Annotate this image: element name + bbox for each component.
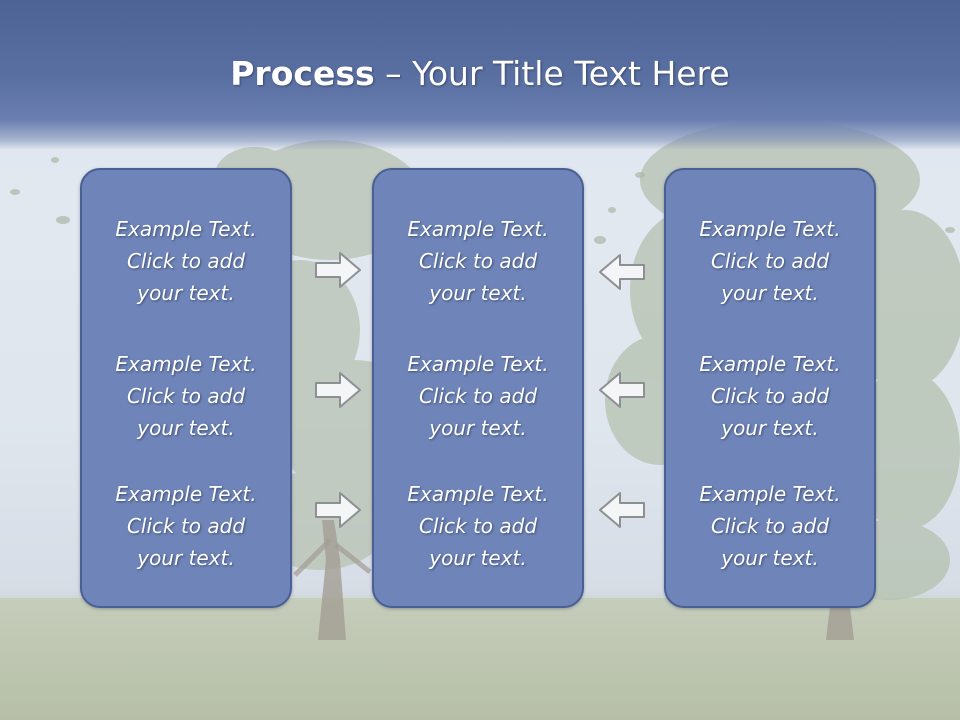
arrow-left-icon[interactable] (598, 370, 646, 410)
text-placeholder[interactable]: Example Text. Click to add your text. (82, 478, 290, 574)
title-rest: – Your Title Text Here (374, 54, 730, 93)
arrow-right-icon[interactable] (314, 250, 362, 290)
text-line: your text. (429, 281, 527, 305)
arrow-right-icon[interactable] (314, 370, 362, 410)
title-bar (0, 0, 960, 150)
text-line: Click to add (126, 384, 246, 408)
text-placeholder[interactable]: Example Text. Click to add your text. (374, 213, 582, 309)
text-line: Example Text. (407, 217, 549, 241)
text-placeholder[interactable]: Example Text. Click to add your text. (666, 348, 874, 444)
text-line: Example Text. (699, 352, 841, 376)
text-line: your text. (429, 416, 527, 440)
text-placeholder[interactable]: Example Text. Click to add your text. (82, 348, 290, 444)
arrow-left-icon[interactable] (598, 252, 646, 292)
text-line: Example Text. (115, 352, 257, 376)
text-line: your text. (137, 416, 235, 440)
text-line: Click to add (418, 384, 538, 408)
text-line: Click to add (710, 249, 830, 273)
center-text-panel[interactable]: Example Text. Click to add your text. Ex… (372, 168, 584, 608)
text-line: your text. (429, 546, 527, 570)
title-bold: Process (230, 54, 375, 93)
text-line: Example Text. (699, 482, 841, 506)
text-line: your text. (721, 281, 819, 305)
text-line: Example Text. (115, 482, 257, 506)
text-line: Click to add (126, 514, 246, 538)
left-text-panel[interactable]: Example Text. Click to add your text. Ex… (80, 168, 292, 608)
text-line: Example Text. (407, 352, 549, 376)
arrow-right-icon[interactable] (314, 490, 362, 530)
text-placeholder[interactable]: Example Text. Click to add your text. (374, 348, 582, 444)
arrow-left-icon[interactable] (598, 490, 646, 530)
text-line: Example Text. (115, 217, 257, 241)
text-line: your text. (721, 546, 819, 570)
text-line: Example Text. (407, 482, 549, 506)
text-placeholder[interactable]: Example Text. Click to add your text. (374, 478, 582, 574)
text-line: Click to add (710, 384, 830, 408)
text-line: Click to add (418, 514, 538, 538)
text-line: your text. (137, 546, 235, 570)
text-line: Example Text. (699, 217, 841, 241)
text-placeholder[interactable]: Example Text. Click to add your text. (82, 213, 290, 309)
text-line: your text. (721, 416, 819, 440)
text-line: Click to add (710, 514, 830, 538)
text-placeholder[interactable]: Example Text. Click to add your text. (666, 478, 874, 574)
text-line: Click to add (418, 249, 538, 273)
text-line: Click to add (126, 249, 246, 273)
right-text-panel[interactable]: Example Text. Click to add your text. Ex… (664, 168, 876, 608)
text-placeholder[interactable]: Example Text. Click to add your text. (666, 213, 874, 309)
slide-title[interactable]: Process – Your Title Text Here (0, 52, 960, 96)
text-line: your text. (137, 281, 235, 305)
